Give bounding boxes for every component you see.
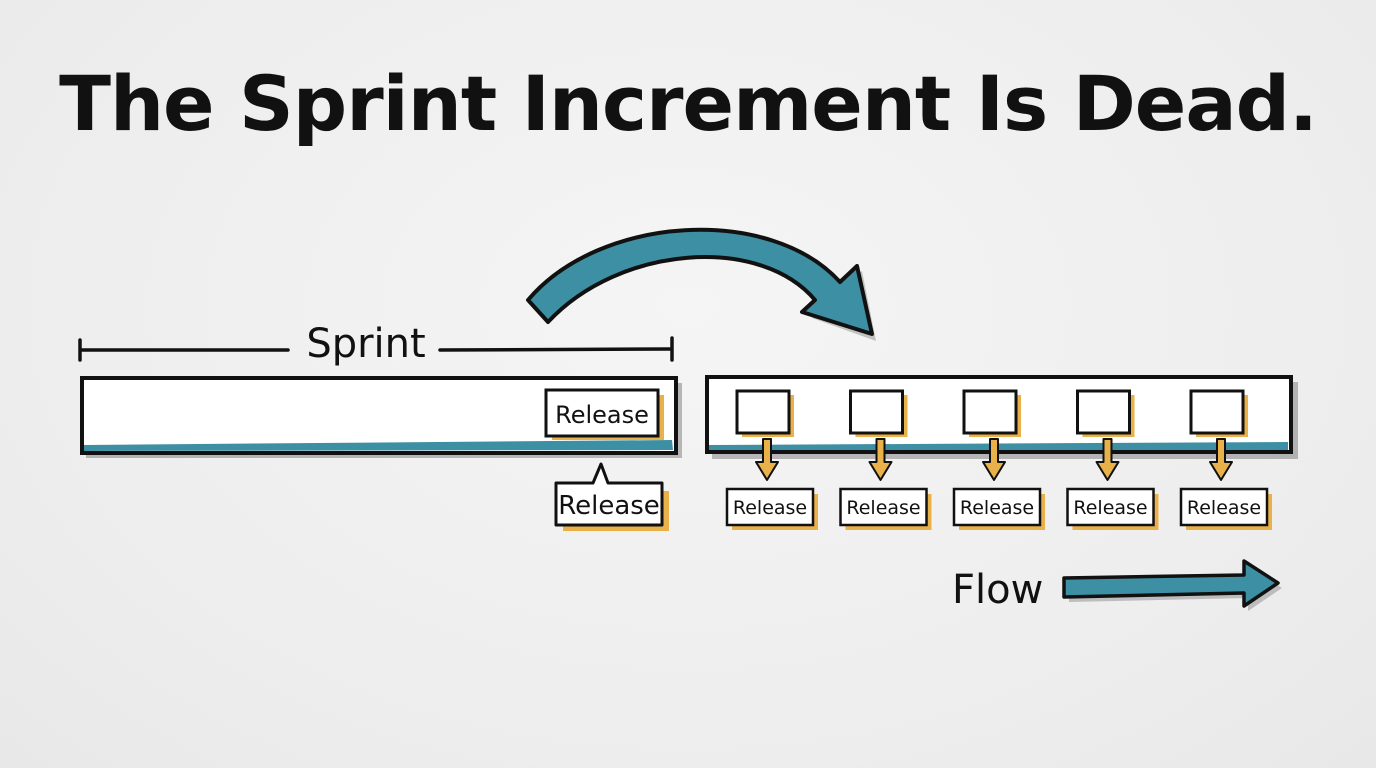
flow-work-item-box <box>849 389 904 435</box>
flow-indicator: Flow <box>952 559 1282 613</box>
sprint-release-inside: Release <box>544 388 664 440</box>
flow-work-item-box <box>1076 389 1131 435</box>
sprint-bracket: Sprint <box>78 321 674 367</box>
flow-work-item-box <box>735 389 791 435</box>
sprint-label: Sprint <box>306 321 425 367</box>
page-title: The Sprint Increment Is Dead. <box>59 59 1318 148</box>
sprint-release-inside-label: Release <box>555 401 649 429</box>
down-arrow-icon <box>1095 438 1120 481</box>
flow-label: Flow <box>952 567 1043 613</box>
flow-item: Release <box>1179 389 1272 530</box>
flow-work-item-box <box>1189 389 1245 435</box>
flow-item: Release <box>952 389 1045 530</box>
flow-arrow-icon <box>1062 559 1280 608</box>
flow-item: Release <box>839 389 932 530</box>
flow-release-label: Release <box>960 497 1034 519</box>
flow-release-label: Release <box>733 497 807 519</box>
flow-item: Release <box>1066 389 1159 530</box>
down-arrow-icon <box>755 438 779 481</box>
down-arrow-icon <box>982 438 1006 481</box>
flow-release-label: Release <box>1073 497 1147 519</box>
flow-items: Release Release Release Release Release <box>725 389 1272 530</box>
flow-release-label: Release <box>846 497 920 519</box>
sprint-release-below-label: Release <box>558 491 660 521</box>
sprint-release-callout: Release <box>554 462 669 531</box>
transition-arrow <box>526 227 876 341</box>
flow-release-label: Release <box>1187 497 1261 519</box>
down-arrow-icon <box>868 438 893 481</box>
flow-item: Release <box>725 389 818 530</box>
flow-work-item-box <box>962 389 1018 435</box>
down-arrow-icon <box>1209 438 1233 481</box>
